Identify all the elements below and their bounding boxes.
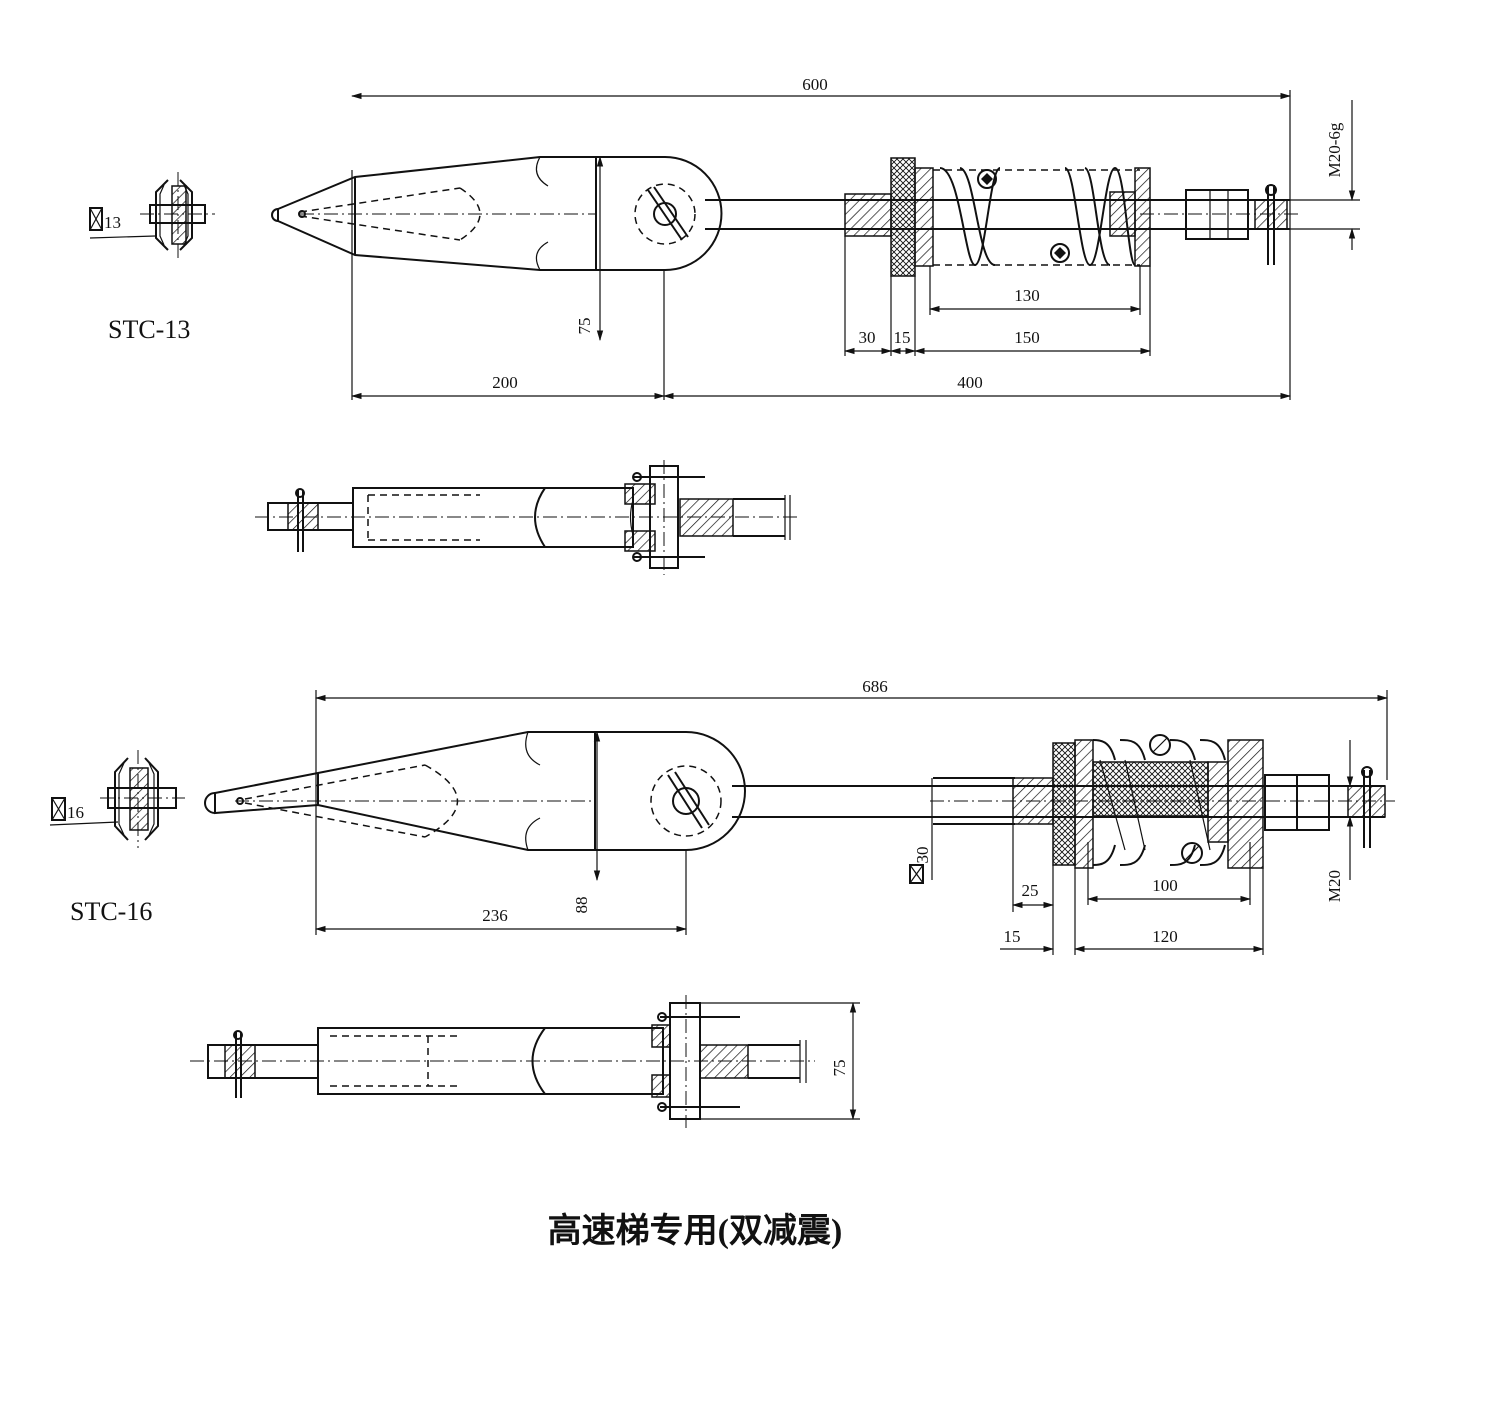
stc16-dim-120: 120	[1152, 927, 1178, 946]
stc16-dim-square30: 30	[913, 847, 932, 864]
stc13-dim-height: 75	[575, 318, 594, 335]
stc16-dim-side-height: 75	[830, 1060, 849, 1077]
stc13-dim-rod: 400	[957, 373, 983, 392]
stc13-top-view	[255, 460, 800, 575]
drawing-caption: 高速梯专用(双减震)	[548, 1212, 843, 1250]
stc13-dim-15: 15	[894, 328, 911, 347]
stc13-square-symbol	[89, 207, 103, 231]
stc16-square-symbol	[51, 797, 66, 821]
stc13-dim-30: 30	[859, 328, 876, 347]
stc13-assembly: 13 STC-13	[89, 75, 1360, 575]
stc13-end-view	[89, 172, 215, 258]
stc13-thread-label: M20-6g	[1325, 122, 1344, 177]
stc16-dimensions	[314, 690, 1389, 955]
stc16-dim-15: 15	[1004, 927, 1021, 946]
stc16-dim-height: 88	[572, 897, 591, 914]
stc16-square30-symbol	[909, 864, 924, 884]
stc13-model-label: STC-13	[108, 315, 190, 344]
stc16-dim-25: 25	[1022, 881, 1039, 900]
stc16-assembly: 16 STC-16	[49, 677, 1395, 1128]
stc16-square-label: 16	[67, 803, 84, 822]
stc13-square-label: 13	[104, 213, 121, 232]
stc13-dim-total: 600	[802, 75, 828, 94]
stc16-end-view	[49, 750, 185, 848]
stc13-dim-130: 130	[1014, 286, 1040, 305]
stc16-dim-total: 686	[862, 677, 888, 696]
stc16-front-view	[204, 731, 1395, 869]
stc13-dim-150: 150	[1014, 328, 1040, 347]
stc16-dim-100: 100	[1152, 876, 1178, 895]
stc13-front-view	[271, 156, 1300, 277]
stc16-dim-head: 236	[482, 906, 508, 925]
stc13-dim-head: 200	[492, 373, 518, 392]
stc16-model-label: STC-16	[70, 897, 152, 926]
stc16-thread-label: M20	[1325, 870, 1344, 902]
stc13-dimensions	[350, 90, 1360, 400]
stc16-top-view	[190, 995, 860, 1128]
